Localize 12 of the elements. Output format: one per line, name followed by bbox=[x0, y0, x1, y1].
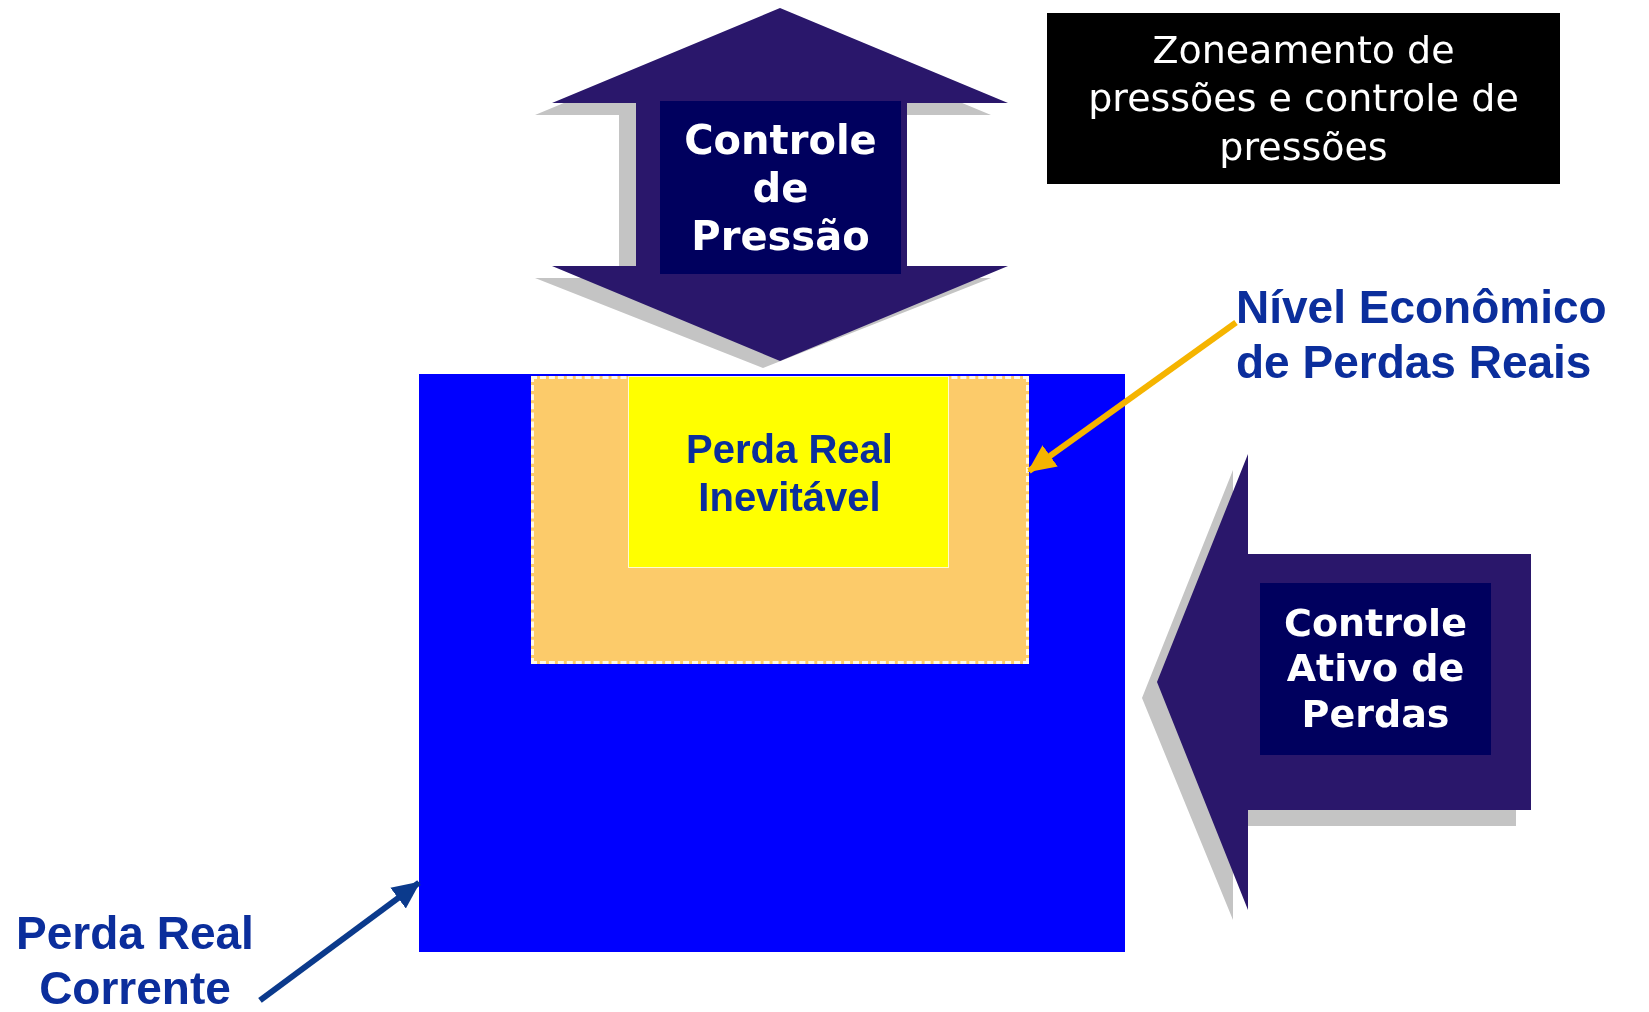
box-label: Perda Real Inevitável bbox=[685, 426, 894, 521]
note-text: Zoneamento de pressões e controle de pressões bbox=[1087, 26, 1520, 171]
note-box bbox=[1047, 13, 1560, 184]
arrow bbox=[258, 880, 421, 1003]
inner-rectangle bbox=[628, 376, 949, 568]
annotation-text: Perda Real Corrente bbox=[10, 906, 260, 1012]
annotation-text: Nível Econômico de Perdas Reais bbox=[1236, 280, 1644, 398]
arrow-label: Controle Ativo de Perdas bbox=[1260, 583, 1491, 755]
arrow-label: Controle de Pressão bbox=[660, 101, 901, 274]
dashed-rectangle bbox=[531, 376, 1029, 664]
area-rectangle bbox=[419, 374, 1125, 952]
arrow bbox=[1027, 320, 1238, 474]
